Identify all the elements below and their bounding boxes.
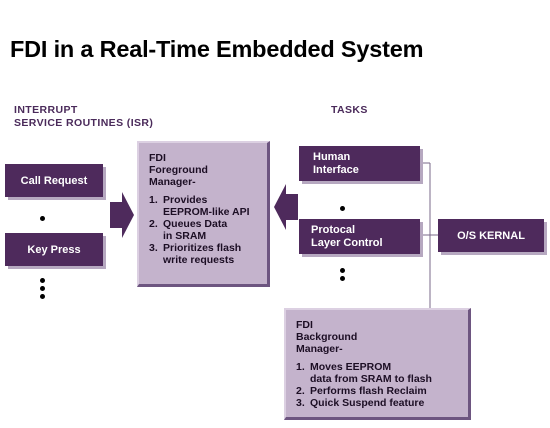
human-interface-box: Human Interface xyxy=(299,146,420,181)
isr-label-line2: SERVICE ROUTINES (ISR) xyxy=(14,117,154,129)
item-text: Provides xyxy=(163,194,208,206)
protocol-line1: Protocal xyxy=(311,224,356,236)
item-text: Prioritizes flash xyxy=(163,242,242,254)
isr-label-line1: INTERRUPT xyxy=(14,104,78,116)
background-item: 2. Performs flash Reclaim xyxy=(296,385,462,397)
item-number: 1. xyxy=(296,361,305,373)
protocol-layer-box: Protocal Layer Control xyxy=(299,219,420,254)
ellipsis-dot xyxy=(40,278,45,283)
item-text: Performs flash Reclaim xyxy=(310,385,427,397)
ellipsis-dot xyxy=(340,268,345,273)
protocol-line2: Layer Control xyxy=(311,236,383,249)
os-kernal-box: O/S KERNAL xyxy=(438,219,544,252)
item-number: 3. xyxy=(149,242,158,254)
background-title-line3: Manager- xyxy=(296,343,343,355)
arrow-left-icon xyxy=(274,184,298,230)
item-text: Quick Suspend feature xyxy=(310,397,425,409)
background-item: 3. Quick Suspend feature xyxy=(296,397,462,409)
ellipsis-dot xyxy=(340,206,345,211)
foreground-title-line1: FDI xyxy=(149,152,166,164)
item-text: data from SRAM to flash xyxy=(310,373,432,385)
key-press-label: Key Press xyxy=(27,243,81,256)
item-text: Moves EEPROM xyxy=(310,361,392,373)
item-text: EEPROM-like API xyxy=(163,206,250,218)
tasks-section-label: TASKS xyxy=(331,104,368,116)
foreground-title-line3: Manager- xyxy=(149,176,196,188)
arrow-right-icon xyxy=(110,192,134,238)
item-text: write requests xyxy=(163,254,235,266)
item-text: in SRAM xyxy=(163,230,207,242)
background-title-line2: Background xyxy=(296,331,358,343)
background-title-line1: FDI xyxy=(296,319,313,331)
call-request-box: Call Request xyxy=(5,164,103,197)
call-request-label: Call Request xyxy=(20,174,88,187)
os-kernal-label: O/S KERNAL xyxy=(457,229,525,242)
item-text: Queues Data xyxy=(163,218,228,230)
item-number: 2. xyxy=(149,218,158,230)
key-press-box: Key Press xyxy=(5,233,103,266)
ellipsis-dot xyxy=(40,294,45,299)
item-number: 2. xyxy=(296,385,305,397)
page-title: FDI in a Real-Time Embedded System xyxy=(10,36,424,62)
human-interface-line2: Interface xyxy=(313,163,359,176)
foreground-title-line2: Foreground xyxy=(149,164,208,176)
item-number: 1. xyxy=(149,194,158,206)
human-interface-line1: Human xyxy=(313,151,351,163)
isr-section-label: INTERRUPT SERVICE ROUTINES (ISR) xyxy=(14,104,153,130)
ellipsis-dot xyxy=(340,276,345,281)
ellipsis-dot xyxy=(40,286,45,291)
ellipsis-dot xyxy=(40,216,45,221)
item-number: 3. xyxy=(296,397,305,409)
